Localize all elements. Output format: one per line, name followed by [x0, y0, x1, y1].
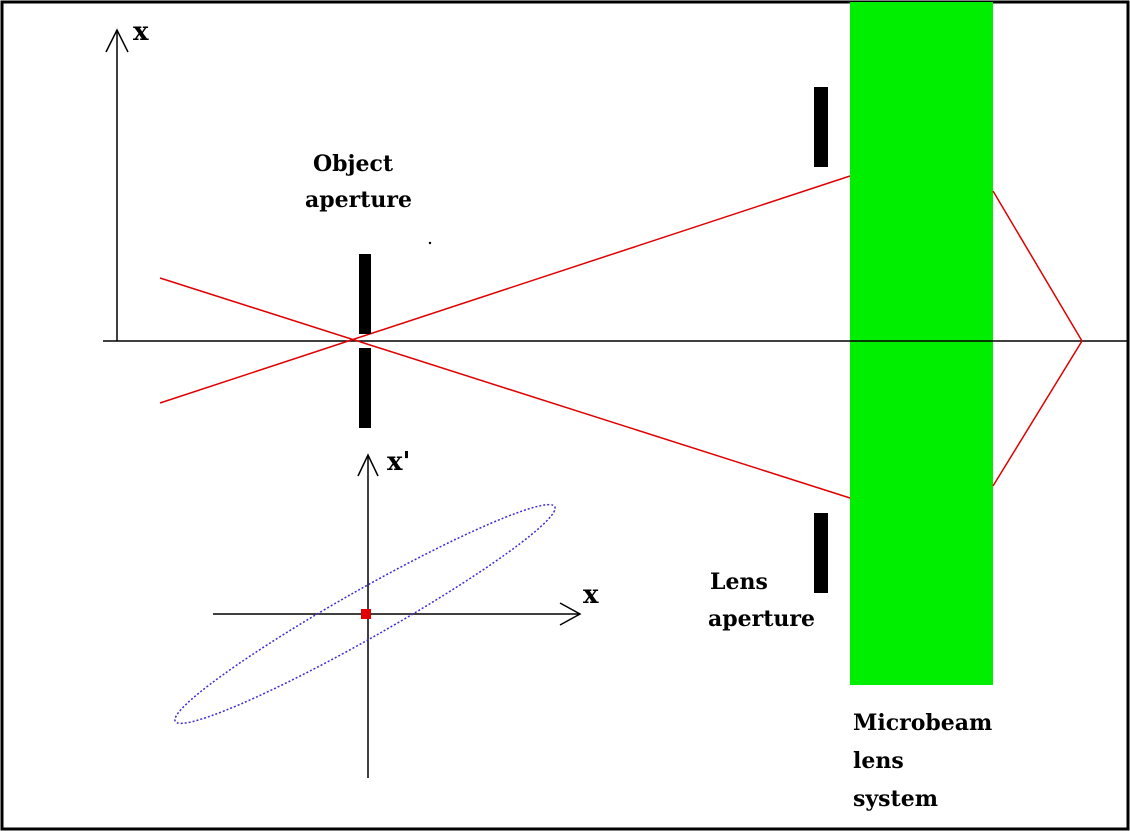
phase-x-arrow [559, 602, 582, 626]
object-aperture-label-line1: Object [313, 151, 394, 177]
lens-aperture-lower [814, 513, 828, 593]
x-axis-label: x [133, 17, 149, 47]
phase-xprime-arrow [357, 453, 379, 477]
lens-aperture-label-line1: Lens [710, 569, 768, 595]
object-aperture-label-line2: aperture [305, 187, 412, 213]
lens-aperture-upper [814, 87, 828, 167]
lens-system-label-line1: Microbeam [853, 710, 992, 736]
stray-dot [428, 241, 432, 245]
lens-system-label-line2: lens [853, 748, 904, 774]
phase-space-inset [174, 453, 582, 778]
origin-marker [361, 609, 371, 619]
object-aperture-upper [359, 254, 371, 334]
emittance-ellipse [174, 503, 556, 725]
microbeam-lens-block [850, 2, 993, 685]
x-axis-vertical [105, 28, 129, 341]
lens-system-label-line3: system [853, 786, 938, 812]
lens-aperture-label-line2: aperture [708, 606, 815, 632]
object-aperture-lower [359, 348, 371, 428]
phase-x-label: x [583, 580, 599, 610]
ray-lines [159, 175, 1083, 499]
phase-xprime-label: x' [387, 447, 410, 477]
